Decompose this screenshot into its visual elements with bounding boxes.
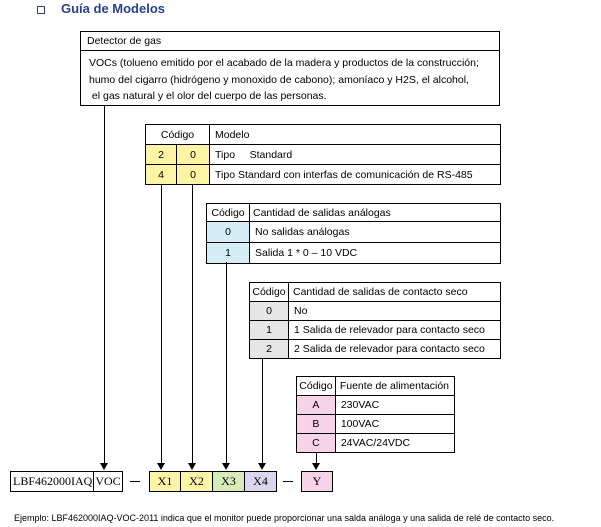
power-desc-header: Fuente de alimentación bbox=[334, 376, 456, 396]
connector-line-x2 bbox=[192, 184, 193, 464]
bullet-square-icon bbox=[37, 6, 45, 14]
power-code: B bbox=[296, 414, 336, 434]
contact-desc: 1 Salida de relevador para contacto seco bbox=[288, 320, 501, 340]
table-row: C 24VAC/24VDC bbox=[296, 433, 456, 453]
separator-dash bbox=[283, 481, 293, 482]
model-code-1: 4 bbox=[145, 164, 177, 185]
power-desc: 24VAC/24VDC bbox=[334, 433, 456, 453]
model-base-box: LBF462000IAQ bbox=[10, 471, 94, 492]
model-code-2: 0 bbox=[176, 144, 210, 165]
contact-code: 2 bbox=[249, 339, 289, 359]
connector-line-voc bbox=[104, 106, 105, 464]
table-row: 1 1 Salida de relevador para contacto se… bbox=[249, 320, 501, 340]
table-row: 2 0 Tipo Standard bbox=[145, 144, 501, 165]
analog-code: 1 bbox=[206, 242, 250, 264]
power-code: A bbox=[296, 395, 336, 415]
power-desc: 100VAC bbox=[334, 414, 456, 434]
contact-code: 1 bbox=[249, 320, 289, 340]
power-code: C bbox=[296, 433, 336, 453]
contact-desc: No bbox=[288, 301, 501, 321]
power-code-header: Código bbox=[296, 376, 336, 396]
model-table: Código Modelo 2 0 Tipo Standard 4 0 Tipo… bbox=[145, 124, 501, 185]
table-row: 0 No bbox=[249, 301, 501, 321]
gas-detector-box: Detector de gas VOCs (tolueno emitido po… bbox=[80, 31, 500, 106]
model-code-2: 0 bbox=[176, 164, 210, 185]
table-row: A 230VAC bbox=[296, 395, 456, 415]
gas-desc-line-1: VOCs (tolueno emitido por el acabado de … bbox=[89, 57, 479, 69]
contact-desc: 2 Salida de relevador para contacto seco bbox=[288, 339, 501, 359]
power-desc: 230VAC bbox=[334, 395, 456, 415]
arrow-down-icon bbox=[188, 463, 196, 470]
table-row: 4 0 Tipo Standard con interfas de comuni… bbox=[145, 164, 501, 185]
y-box: Y bbox=[301, 471, 333, 492]
connector-line-x1 bbox=[161, 184, 162, 464]
power-table: Código Fuente de alimentación A 230VAC B… bbox=[296, 376, 456, 453]
gas-desc-line-2: humo del cigarro (hidrógeno y monoxido d… bbox=[89, 73, 469, 86]
analog-desc-header: Cantidad de salidas análogas bbox=[249, 203, 501, 222]
x2-box: X2 bbox=[180, 471, 213, 492]
gas-desc-line-3: el gas natural y el olor del cuerpo de l… bbox=[89, 90, 327, 102]
model-code-1: 2 bbox=[145, 144, 177, 165]
connector-line-x3 bbox=[226, 262, 227, 464]
contact-code: 0 bbox=[249, 301, 289, 321]
gas-detector-title: Detector de gas bbox=[81, 32, 499, 51]
model-desc: Tipo Standard bbox=[209, 144, 501, 165]
separator-dash bbox=[130, 481, 140, 482]
x4-box: X4 bbox=[244, 471, 277, 492]
analog-desc: Salida 1 * 0 – 10 VDC bbox=[249, 242, 501, 264]
example-note: Ejemplo: LBF462000IAQ-VOC-2011 indica qu… bbox=[14, 513, 555, 523]
gas-detector-description: VOCs (tolueno emitido por el acabado de … bbox=[81, 52, 499, 105]
table-row: B 100VAC bbox=[296, 414, 456, 434]
connector-line-y bbox=[316, 453, 317, 464]
model-desc: Tipo Standard con interfas de comunicaci… bbox=[209, 164, 501, 185]
table-row: 2 2 Salida de relevador para contacto se… bbox=[249, 339, 501, 359]
model-suffix-box: VOC bbox=[93, 471, 123, 492]
arrow-down-icon bbox=[157, 463, 165, 470]
model-code-header: Código bbox=[145, 124, 210, 145]
analog-code: 0 bbox=[206, 221, 250, 243]
contact-desc-header: Cantidad de salidas de contacto seco bbox=[288, 282, 501, 302]
analog-code-header: Código bbox=[206, 203, 250, 222]
analog-table: Código Cantidad de salidas análogas 0 No… bbox=[206, 203, 501, 264]
arrow-down-icon bbox=[222, 463, 230, 470]
arrow-down-icon bbox=[312, 463, 320, 470]
model-header: Modelo bbox=[209, 124, 501, 145]
x1-box: X1 bbox=[149, 471, 181, 492]
page-title: Guía de Modelos bbox=[61, 1, 166, 16]
connector-line-x4 bbox=[262, 358, 263, 464]
table-row: 0 No salidas análogas bbox=[206, 221, 501, 243]
contact-code-header: Código bbox=[249, 282, 289, 302]
analog-desc: No salidas análogas bbox=[249, 221, 501, 243]
arrow-down-icon bbox=[100, 463, 108, 470]
x3-box: X3 bbox=[212, 471, 245, 492]
arrow-down-icon bbox=[258, 463, 266, 470]
table-row: 1 Salida 1 * 0 – 10 VDC bbox=[206, 242, 501, 264]
contact-table: Código Cantidad de salidas de contacto s… bbox=[249, 282, 501, 359]
